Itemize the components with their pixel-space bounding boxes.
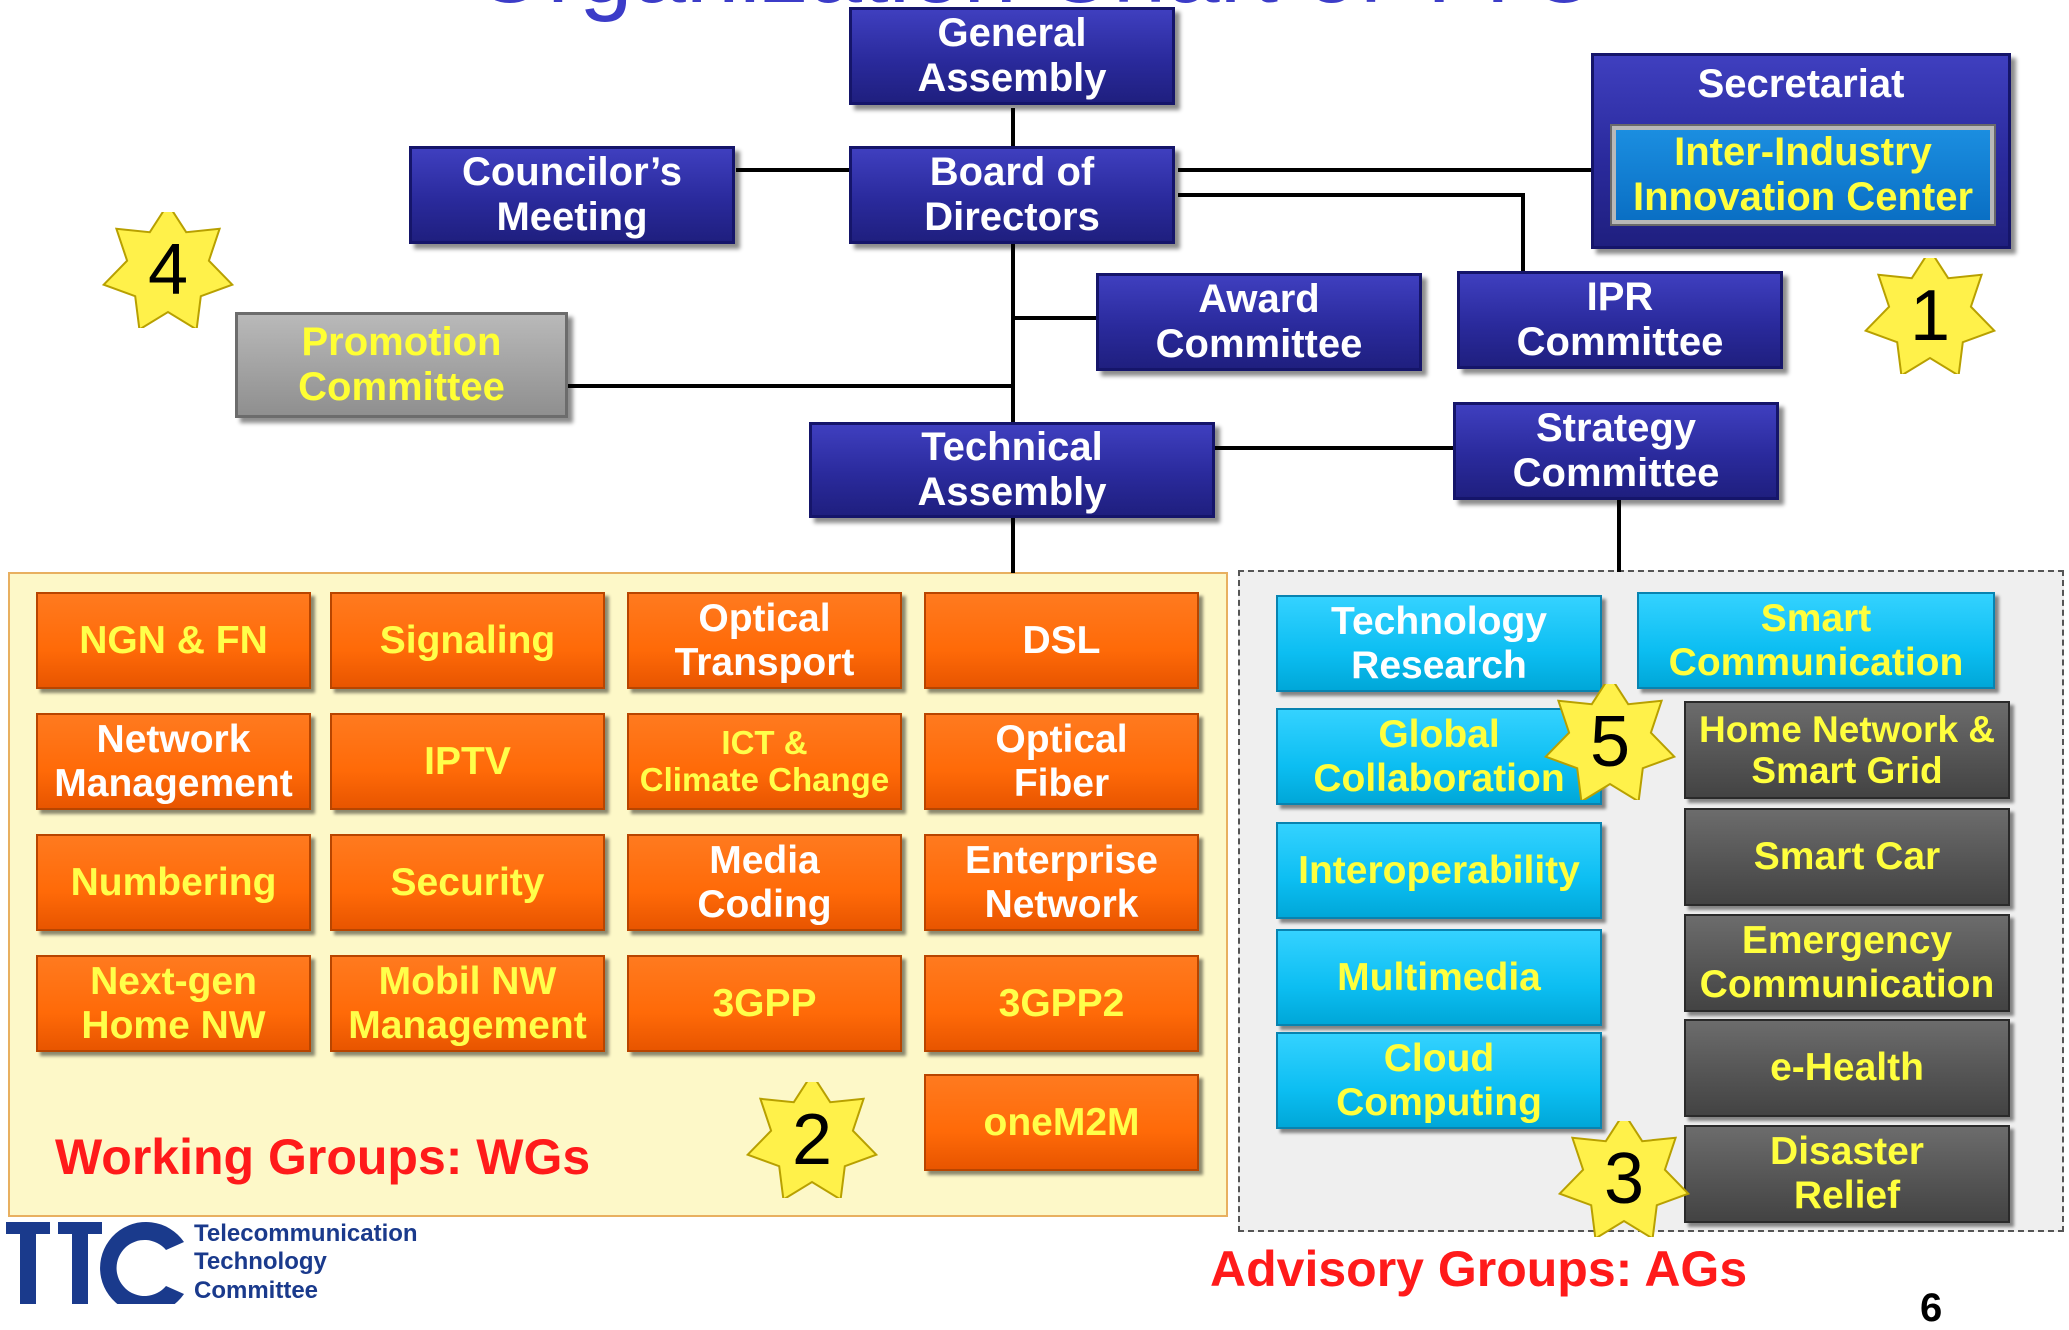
connector-board-ipr-v: [1521, 193, 1525, 273]
wg-enterprise-network: Enterprise Network: [924, 834, 1199, 931]
star-number: 4: [148, 230, 188, 310]
councilors-meeting-box: Councilor’s Meeting: [409, 146, 735, 244]
award-committee-box: Award Committee: [1096, 273, 1422, 371]
ag-interoperability: Interoperability: [1276, 822, 1602, 919]
wg-dsl: DSL: [924, 592, 1199, 689]
star-badge-1: 1: [1863, 258, 1997, 374]
wg-3gpp2: 3GPP2: [924, 955, 1199, 1052]
page-number: 6: [1920, 1286, 1943, 1330]
star-badge-3: 3: [1557, 1121, 1691, 1237]
wg-3gpp: 3GPP: [627, 955, 902, 1052]
ipr-committee-box: IPR Committee: [1457, 271, 1783, 369]
ag-disaster-relief: Disaster Relief: [1684, 1125, 2010, 1223]
wg-onem2m: oneM2M: [924, 1074, 1199, 1171]
wg-next-gen-home-nw: Next-gen Home NW: [36, 955, 311, 1052]
ag-e-health: e-Health: [1684, 1019, 2010, 1117]
star-number: 3: [1604, 1139, 1644, 1219]
wg-optical-fiber: Optical Fiber: [924, 713, 1199, 810]
ttc-logo-text: Telecommunication Technology Committee: [194, 1220, 418, 1304]
wg-optical-transport: Optical Transport: [627, 592, 902, 689]
secretariat-label: Secretariat: [1697, 62, 1905, 106]
star-shape: [1863, 258, 1997, 374]
connector-ta-strategy: [1214, 446, 1454, 450]
star-number: 1: [1910, 276, 1950, 356]
wg-ict-climate-change: ICT & Climate Change: [627, 713, 902, 810]
star-shape: [1557, 1121, 1691, 1237]
star-badge-4: 4: [101, 212, 235, 328]
wg-mobil-nw-management: Mobil NW Management: [330, 955, 605, 1052]
ag-emergency-communication: Emergency Communication: [1684, 914, 2010, 1012]
star-number: 2: [792, 1100, 832, 1180]
board-of-directors-box: Board of Directors: [849, 146, 1175, 244]
promotion-committee-box: Promotion Committee: [235, 312, 568, 418]
working-groups-label: Working Groups: WGs: [55, 1129, 591, 1185]
star-badge-5: 5: [1543, 684, 1677, 800]
connector-ga-board: [1011, 108, 1015, 148]
ag-multimedia: Multimedia: [1276, 929, 1602, 1026]
ag-smart-communication: Smart Communication: [1637, 592, 1995, 689]
wg-numbering: Numbering: [36, 834, 311, 931]
star-shape: [1543, 684, 1677, 800]
ag-home-network-smart-grid: Home Network & Smart Grid: [1684, 701, 2010, 799]
wg-iptv: IPTV: [330, 713, 605, 810]
strategy-committee-box: Strategy Committee: [1453, 402, 1779, 500]
connector-award: [1013, 316, 1097, 320]
connector-trunk: [1011, 244, 1015, 422]
advisory-groups-label: Advisory Groups: AGs: [1210, 1241, 1748, 1297]
wg-network-management: Network Management: [36, 713, 311, 810]
star-badge-2: 2: [745, 1082, 879, 1198]
ttc-logo: Telecommunication Technology Committee: [6, 1212, 418, 1304]
connector-ta-wg: [1011, 518, 1015, 573]
connector-promotion: [567, 384, 1013, 388]
technical-assembly-box: Technical Assembly: [809, 422, 1215, 518]
ag-smart-car: Smart Car: [1684, 808, 2010, 906]
ag-technology-research: Technology Research: [1276, 595, 1602, 692]
connector-board-ipr-h: [1178, 193, 1525, 197]
star-number: 5: [1590, 702, 1630, 782]
connector-board-councilor: [736, 168, 850, 172]
wg-media-coding: Media Coding: [627, 834, 902, 931]
general-assembly-box: General Assembly: [849, 7, 1175, 105]
inter-industry-innovation-center-box: Inter-Industry Innovation Center: [1610, 124, 1996, 226]
wg-ngn-fn: NGN & FN: [36, 592, 311, 689]
ag-cloud-computing: Cloud Computing: [1276, 1032, 1602, 1129]
star-shape: [745, 1082, 879, 1198]
wg-signaling: Signaling: [330, 592, 605, 689]
connector-board-secretariat: [1178, 168, 1592, 172]
wg-security: Security: [330, 834, 605, 931]
star-shape: [101, 212, 235, 328]
ttc-logo-mark-icon: [6, 1222, 184, 1304]
connector-strategy-ag: [1617, 500, 1621, 572]
